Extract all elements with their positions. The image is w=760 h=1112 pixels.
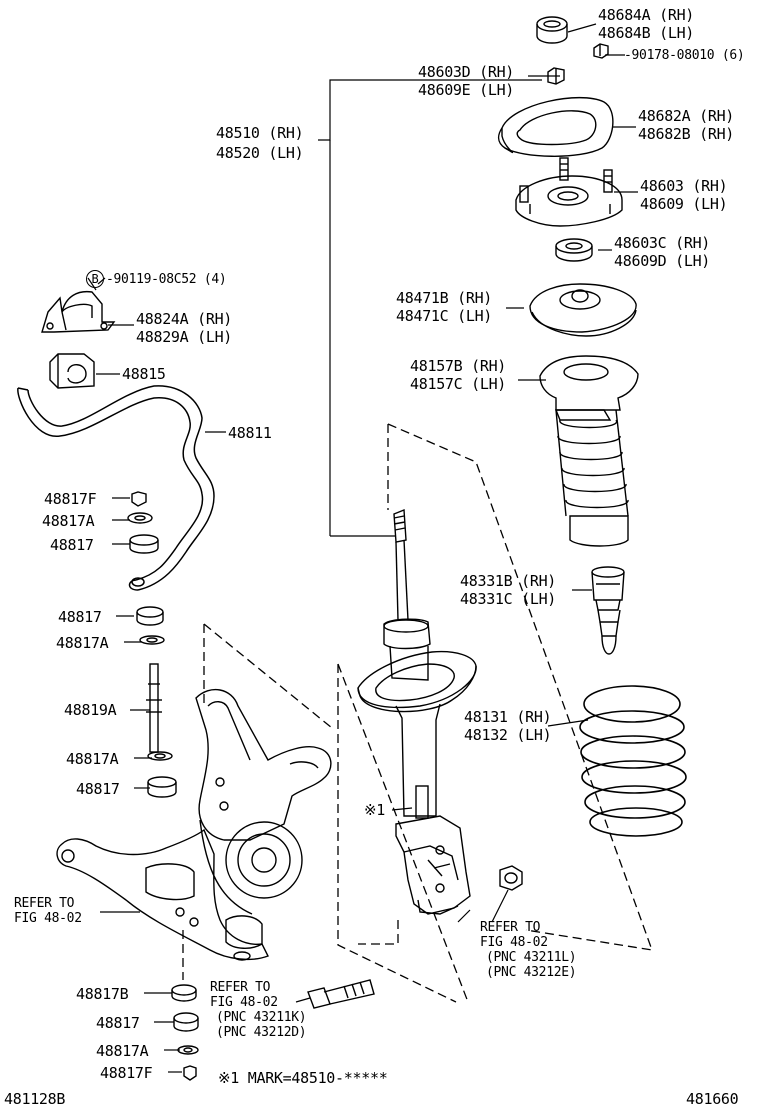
label-refer-mid-3: (PNC 43211K) — [216, 1010, 307, 1025]
steering-knuckle-part — [195, 688, 332, 915]
coil-spring-part — [579, 685, 687, 837]
label-48471-rh: 48471B (RH) — [396, 289, 493, 307]
label-48331-rh: 48331B (RH) — [460, 572, 557, 590]
label-48510-rh: 48510 (RH) — [216, 124, 304, 142]
label-48817a-top: 48817A — [42, 512, 95, 530]
label-48603d-rh: 48603D (RH) — [418, 63, 515, 81]
nut-90178 — [593, 43, 609, 59]
label-48603c-rh: 48603C (RH) — [614, 234, 711, 252]
label-refer-right-2: FIG 48-02 — [480, 935, 548, 950]
label-48811: 48811 — [228, 424, 272, 442]
label-48817b-bot: 48817B — [76, 985, 129, 1003]
hub-cap-part — [536, 16, 568, 44]
label-48817a-mid: 48817A — [56, 634, 109, 652]
stabilizer-bracket-part — [41, 290, 116, 333]
washers-link — [136, 606, 177, 798]
label-48157-lh: 48157C (LH) — [410, 375, 507, 393]
figure-code-left: 481128B — [4, 1090, 66, 1108]
label-48157-rh: 48157B (RH) — [410, 357, 507, 375]
label-refer-mid-2: FIG 48-02 — [210, 995, 278, 1010]
label-refer-left-1: REFER TO — [14, 896, 75, 911]
label-refer-right-4: (PNC 43212E) — [486, 965, 577, 980]
bolt-part — [307, 979, 375, 1009]
strut-mount-part — [515, 157, 623, 227]
washers-top — [127, 491, 159, 554]
label-48331-lh: 48331C (LH) — [460, 590, 557, 608]
label-48817a-bot: 48817A — [96, 1042, 149, 1060]
leader-lines — [87, 23, 638, 1073]
dust-boot-part — [539, 355, 639, 547]
label-mark1: ※1 — [364, 801, 385, 819]
bump-stopper-part — [591, 566, 625, 655]
label-48131-lh: 48132 (LH) — [464, 726, 552, 744]
label-48603c-lh: 48609D (LH) — [614, 252, 711, 270]
label-48510-lh: 48520 (LH) — [216, 144, 304, 162]
label-48131-rh: 48131 (RH) — [464, 708, 552, 726]
label-48817f-top: 48817F — [44, 490, 97, 508]
label-48824-lh: 48829A (LH) — [136, 328, 233, 346]
b-mark-icon: B — [86, 270, 104, 288]
flange-nut-part — [499, 865, 523, 891]
nut-48603d — [547, 67, 565, 85]
spacer-ring-part — [555, 238, 593, 262]
label-90178: -90178-08010 (6) — [624, 48, 745, 63]
stabilizer-bushing-part — [49, 353, 95, 389]
label-48817-low: 48817 — [76, 780, 120, 798]
label-48817a-low: 48817A — [66, 750, 119, 768]
mount-plate-part — [497, 96, 614, 157]
label-refer-left-2: FIG 48-02 — [14, 911, 82, 926]
label-48603-lh: 48609 (LH) — [640, 195, 728, 213]
label-48682-a: 48682A (RH) — [638, 107, 735, 125]
label-90119: B-90119-08C52 (4) — [86, 270, 227, 288]
label-48819a: 48819A — [64, 701, 117, 719]
dashed-guides — [182, 423, 653, 1003]
figure-code-right: 481660 — [686, 1090, 739, 1108]
label-48817f-bot: 48817F — [100, 1064, 153, 1082]
label-48824-rh: 48824A (RH) — [136, 310, 233, 328]
label-48684-rh: 48684A (RH) — [598, 6, 695, 24]
label-48815: 48815 — [122, 365, 166, 383]
label-refer-mid-4: (PNC 43212D) — [216, 1025, 307, 1040]
lower-arm-part — [56, 828, 269, 961]
label-48684-lh: 48684B (LH) — [598, 24, 695, 42]
label-48471-lh: 48471C (LH) — [396, 307, 493, 325]
strut-assembly-part — [357, 508, 477, 915]
mark-note: ※1 MARK=48510-***** — [218, 1069, 388, 1087]
label-48817-mid: 48817 — [58, 608, 102, 626]
label-refer-mid-1: REFER TO — [210, 980, 271, 995]
label-48817-top: 48817 — [50, 536, 94, 554]
label-48603d-lh: 48609E (LH) — [418, 81, 515, 99]
washers-bottom — [171, 984, 199, 1081]
label-48682-b: 48682B (RH) — [638, 125, 735, 143]
stabilizer-bar-part — [17, 385, 215, 591]
bearing-seat-part — [529, 283, 637, 337]
label-48603-rh: 48603 (RH) — [640, 177, 728, 195]
label-refer-right-1: REFER TO — [480, 920, 541, 935]
label-90119-text: -90119-08C52 (4) — [106, 272, 227, 287]
label-48817-bot: 48817 — [96, 1014, 140, 1032]
label-refer-right-3: (PNC 43211L) — [486, 950, 577, 965]
